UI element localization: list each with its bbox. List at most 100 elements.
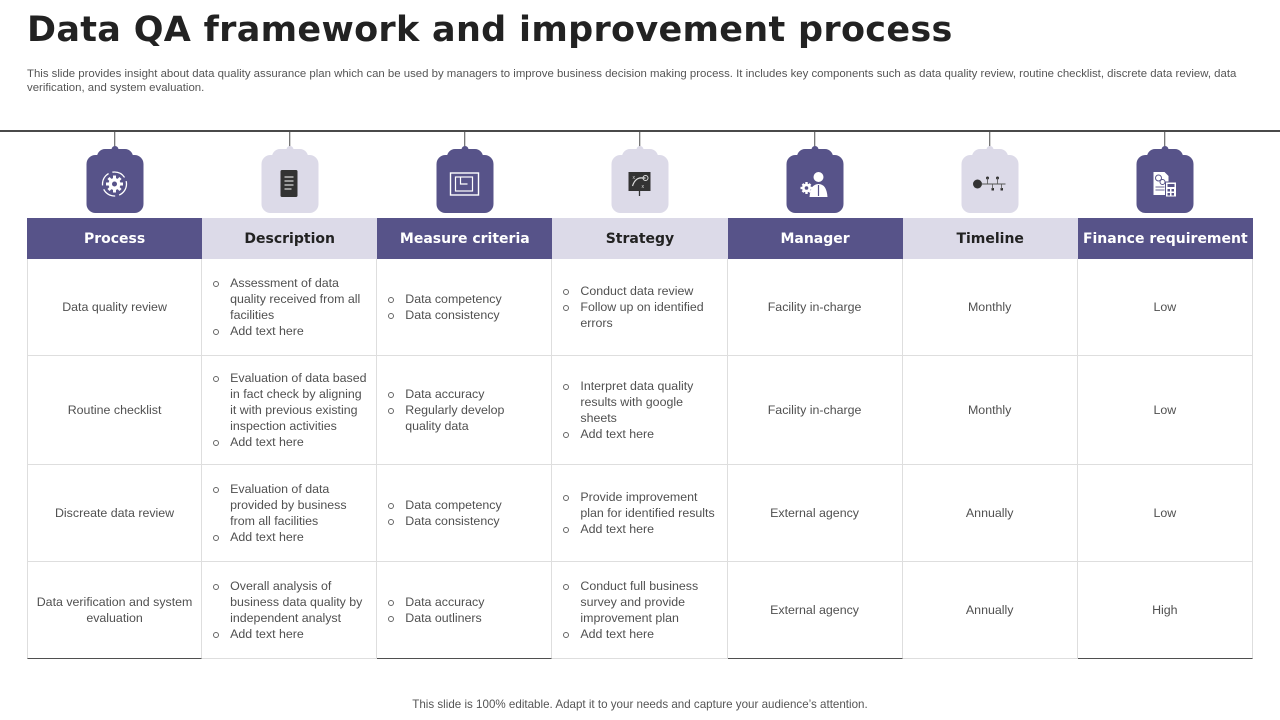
icon-box [1136, 155, 1193, 213]
cell-description: Assessment of data quality received from… [202, 259, 378, 356]
cell-description: Overall analysis of business data qualit… [202, 561, 378, 659]
clip-tab [271, 149, 308, 157]
svg-text:x: x [642, 184, 645, 190]
cell-process: Data verification and system evaluation [27, 561, 203, 659]
finance-calculator-icon [1153, 172, 1177, 198]
timeline-icon [973, 176, 1006, 191]
cell-process: Discreate data review [27, 465, 203, 562]
timeline-icon-holder [902, 130, 1077, 218]
header-finance-requirement: Finance requirement [1077, 218, 1253, 259]
clip-tab [1146, 149, 1183, 157]
cell-strategy: Provide improvement plan for identified … [552, 465, 728, 562]
clip-dot [111, 146, 118, 153]
list-item: Add text here [562, 426, 718, 442]
list-item: Regularly develop quality data [387, 402, 543, 434]
connector-stem [113, 130, 116, 148]
clip-tab [446, 149, 483, 157]
list-item: Data competency [387, 497, 502, 513]
slide-title: Data QA framework and improvement proces… [27, 10, 953, 50]
qa-framework-table: Process Description Measure criteria Str… [27, 218, 1253, 562]
connector-stem [638, 130, 641, 148]
header-timeline: Timeline [902, 218, 1078, 259]
list-item: Interpret data quality results with goog… [562, 378, 718, 426]
list-item: Assessment of data quality received from… [212, 275, 368, 323]
header-description: Description [202, 218, 378, 259]
cell-process: Data quality review [27, 259, 203, 356]
cell-manager: Facility in-charge [727, 356, 903, 465]
clip-dot [461, 146, 468, 153]
list-item: Provide improvement plan for identified … [562, 489, 718, 521]
cell-timeline: Annually [902, 561, 1078, 659]
cell-finance: Low [1077, 259, 1253, 356]
cell-process: Routine checklist [27, 356, 203, 465]
icon-box [786, 155, 843, 213]
icon-box [436, 155, 493, 213]
icon-box [961, 155, 1018, 213]
manager-gear-icon [800, 172, 828, 197]
list-item: Add text here [212, 626, 368, 642]
cell-timeline: Monthly [902, 356, 1078, 465]
cell-timeline: Monthly [902, 259, 1078, 356]
list-item: Follow up on identified errors [562, 299, 718, 331]
list-item: Add text here [212, 434, 368, 450]
clip-tab [621, 149, 658, 157]
header-strategy: Strategy [552, 218, 728, 259]
clip-tab [796, 149, 833, 157]
clip-tab [96, 149, 133, 157]
cell-finance: Low [1077, 356, 1253, 465]
process-icon-holder [27, 130, 202, 218]
connector-stem [813, 130, 816, 148]
header-process: Process [27, 218, 203, 259]
list-item: Data accuracy [387, 386, 543, 402]
measure-icon-holder [377, 130, 552, 218]
manager-icon-holder [727, 130, 902, 218]
cell-description: Evaluation of data provided by business … [202, 465, 378, 562]
gear-cycle-icon [101, 171, 128, 197]
list-item: Overall analysis of business data qualit… [212, 578, 368, 626]
header-manager: Manager [727, 218, 903, 259]
clip-dot [636, 146, 643, 153]
list-item: Data consistency [387, 513, 501, 529]
icon-box [86, 155, 143, 213]
cell-manager: External agency [727, 465, 903, 562]
clip-tab [971, 149, 1008, 157]
connector-stem [463, 130, 466, 148]
clip-dot [286, 146, 293, 153]
list-item: Data accuracy [387, 594, 484, 610]
list-item: Data competency [387, 291, 502, 307]
cell-timeline: Annually [902, 465, 1078, 562]
description-icon-holder [202, 130, 377, 218]
document-scroll-icon [280, 170, 298, 197]
clip-dot [986, 146, 993, 153]
list-item: Data outliners [387, 610, 484, 626]
list-item: Conduct data review [562, 283, 718, 299]
header-measure-criteria: Measure criteria [377, 218, 553, 259]
connector-stem [1163, 130, 1166, 148]
clip-dot [1161, 146, 1168, 153]
slide-subtitle: This slide provides insight about data q… [27, 68, 1237, 94]
cell-manager: Facility in-charge [727, 259, 903, 356]
cell-finance: High [1077, 561, 1253, 659]
list-item: Conduct full business survey and provide… [562, 578, 718, 626]
connector-stem [988, 130, 991, 148]
cell-strategy: Interpret data quality results with goog… [552, 356, 728, 465]
list-item: Add text here [562, 521, 718, 537]
blueprint-icon [449, 172, 480, 196]
cell-finance: Low [1077, 465, 1253, 562]
slide-footer: This slide is 100% editable. Adapt it to… [412, 698, 868, 711]
strategy-board-icon: xx [628, 172, 651, 196]
list-item: Add text here [212, 323, 368, 339]
icon-box [261, 155, 318, 213]
svg-text:x: x [633, 175, 636, 181]
connector-stem [288, 130, 291, 148]
cell-manager: External agency [727, 561, 903, 659]
list-item: Data consistency [387, 307, 501, 323]
list-item: Evaluation of data provided by business … [212, 481, 368, 529]
